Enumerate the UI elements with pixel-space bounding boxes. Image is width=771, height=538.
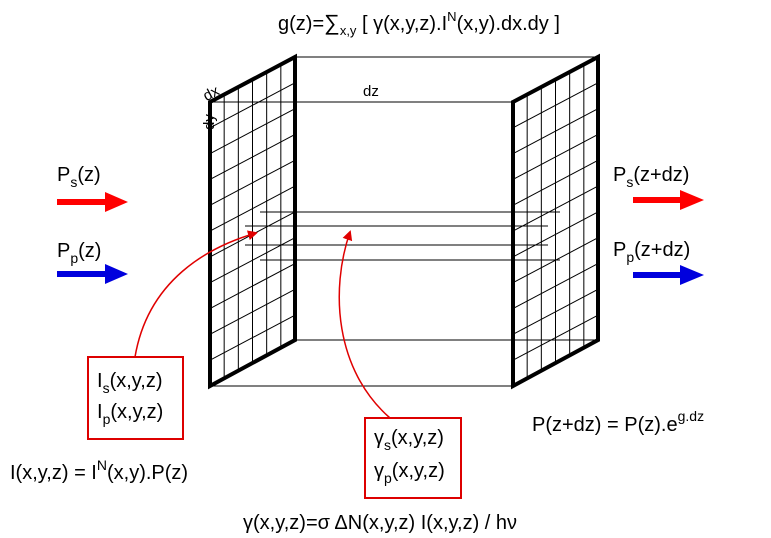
left-grid-row-line [209,159,296,206]
dx-label: dx [200,82,222,105]
gain-signal-text: γs(x,y,z) [374,427,444,453]
right-grid-plane [511,53,600,390]
output-signal-label: Ps(z+dz) [613,164,689,190]
left-grid-row-line [209,237,296,284]
left-grid-row-line [209,134,296,180]
intensity-signal-text: Is(x,y,z) [97,370,163,396]
dy-label: dy [201,114,218,130]
gamma-formula: γ(x,y,z)=σ ΔN(x,y,z) I(x,y,z) / hν [243,512,517,534]
left-grid-row-line [209,288,296,335]
left-grid-plane [208,53,297,390]
output-pump-arrow [633,265,704,285]
left-grid-row-line [209,185,296,232]
left-grid-row-line [209,108,296,155]
left-grid-row-line [209,263,296,309]
right-grid-row-line [512,211,599,258]
input-signal-label: Ps(z) [57,164,101,190]
left-grid-row-line [209,314,296,361]
gain-pointer-arrow [338,230,391,419]
gain-formula: g(z)=∑x,y [ γ(x,y,z).IN(x,y).dx.dy ] [278,9,560,38]
output-signal-arrow [633,190,704,210]
right-grid-row-line [512,263,599,309]
right-grid-row-line [512,159,599,206]
propagation-formula: P(z+dz) = P(z).eg.dz [532,408,704,436]
right-grid-row-line [512,314,599,361]
intensity-pointer-arrow [134,230,258,358]
right-grid-row-line [512,288,599,335]
right-grid-row-line [512,82,599,129]
gain-pump-text: γp(x,y,z) [374,460,445,486]
input-pump-arrow [57,264,128,284]
right-grid-row-line [512,237,599,284]
gain-box: γs(x,y,z) γp(x,y,z) [364,417,462,499]
intensity-pump-text: Ip(x,y,z) [97,401,163,427]
output-pump-label: Pp(z+dz) [613,239,690,265]
input-pump-label: Pp(z) [57,240,101,266]
input-signal-arrow [57,192,128,212]
dz-label: dz [363,83,379,100]
right-grid-row-line [512,108,599,155]
volume-element-box [210,56,598,387]
right-grid-row-line [512,185,599,232]
left-grid-row-line [209,82,296,129]
right-grid-row-line [512,134,599,180]
intensity-formula: I(x,y,z) = IN(x,y).P(z) [10,457,188,484]
intensity-box: Is(x,y,z) Ip(x,y,z) [87,356,184,440]
